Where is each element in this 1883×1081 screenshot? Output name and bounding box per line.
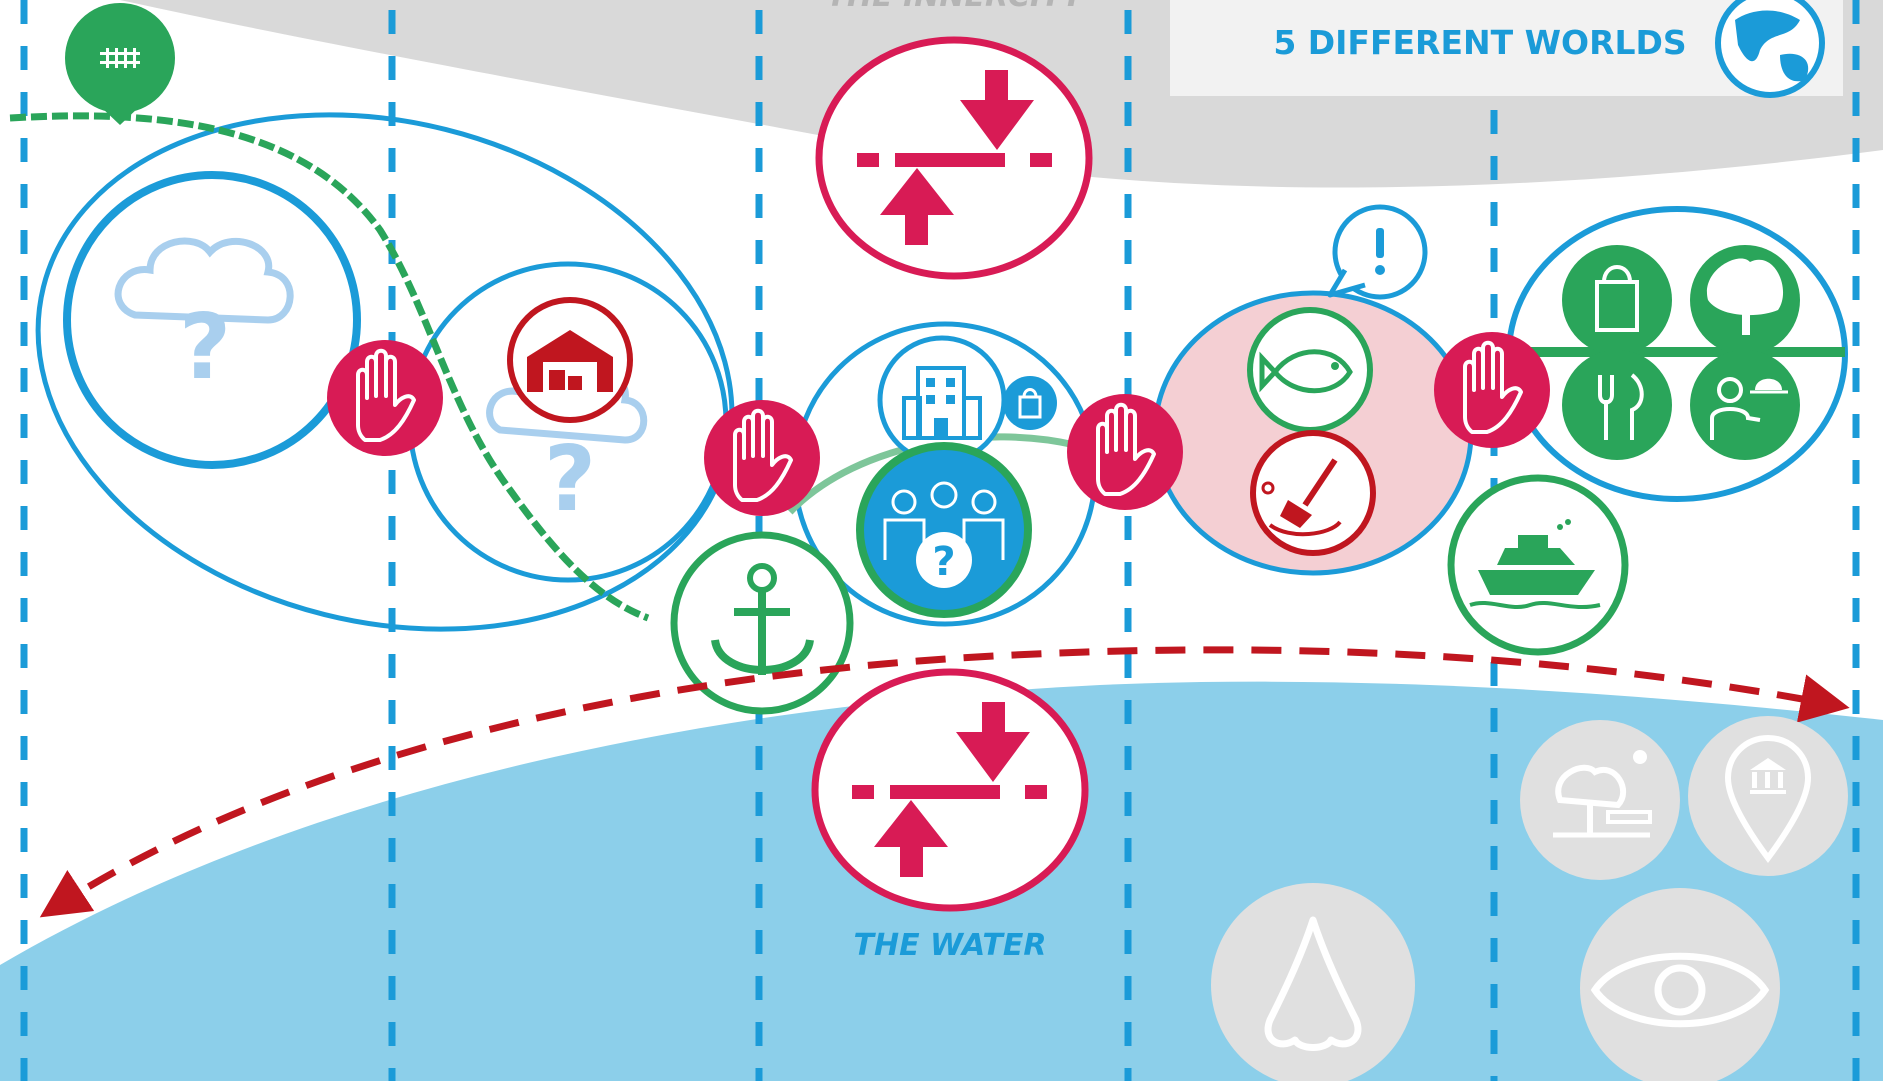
office-building-icon [877, 335, 1007, 465]
title-box: 5 DIFFERENT WORLDS [1170, 0, 1843, 98]
museum-pin-icon [1688, 716, 1848, 876]
tree-icon [1690, 245, 1800, 355]
compression-arrows-icon [815, 36, 1093, 280]
park-bench-icon [1520, 720, 1680, 880]
mixed-use-area: ? [787, 321, 1098, 627]
waiter-icon [1690, 350, 1800, 460]
svg-text:?: ? [179, 295, 231, 400]
svg-text:?: ? [932, 539, 955, 585]
stop-hand-icon-4 [1434, 332, 1550, 448]
fish-icon [1247, 307, 1373, 433]
amenities-area [1506, 206, 1848, 502]
flow-arrow [39, 646, 1850, 918]
globe-icon [1715, 0, 1825, 98]
eye-icon [1580, 888, 1780, 1081]
inner-city-label: THE INNERCITY [827, 0, 1087, 14]
unknown-area-1: ? [63, 171, 361, 469]
fork-knife-icon [1562, 350, 1672, 460]
industrial-area: ? [407, 261, 729, 583]
compression-arrows-icon-water [811, 668, 1089, 912]
stop-hand-icon-2 [704, 400, 820, 516]
shopping-bag-icon [1003, 376, 1057, 430]
cleaning-brush-icon [1250, 430, 1376, 556]
cruise-ship-icon [1447, 474, 1629, 656]
shopping-icon [1562, 245, 1672, 355]
stop-hand-icon-3 [1067, 394, 1183, 510]
railway-track-icon [65, 3, 175, 125]
water-label: THE WATER [854, 928, 1047, 963]
stop-hand-icon-1 [327, 340, 443, 456]
cloud-question-icon: ? [114, 237, 294, 400]
warehouse-icon [507, 297, 633, 423]
railway-route [9, 112, 650, 622]
title-text: 5 DIFFERENT WORLDS [1273, 23, 1686, 62]
svg-text:?: ? [544, 427, 596, 532]
ecology-area [1152, 290, 1474, 576]
people-question-icon: ? [856, 442, 1032, 618]
nose-icon [1211, 883, 1415, 1081]
exclamation-speech-icon [1327, 204, 1428, 300]
